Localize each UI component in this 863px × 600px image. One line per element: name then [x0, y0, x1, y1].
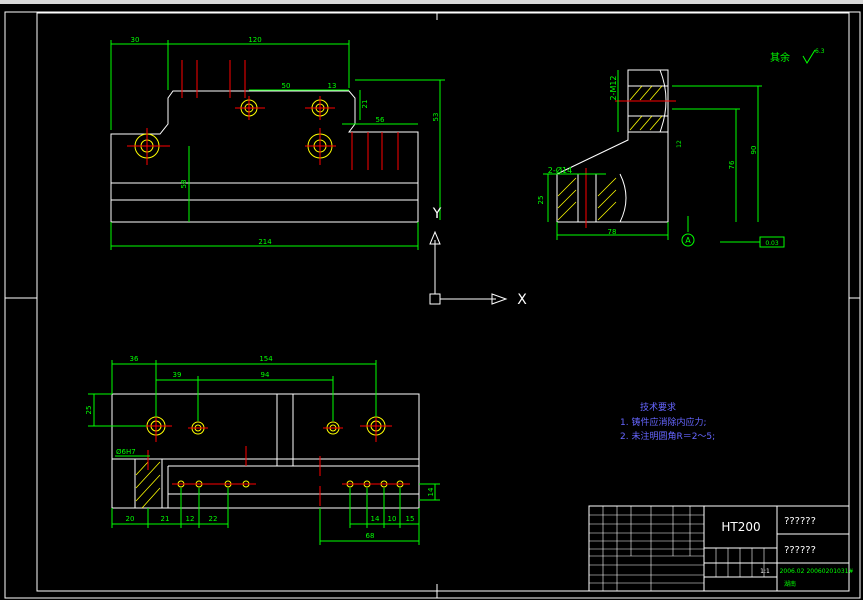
dim-side-76: 76	[728, 160, 736, 169]
dim-side-90: 90	[750, 146, 758, 155]
ucs-axes-icon: Y X	[429, 206, 527, 308]
dim-front-53: 53	[432, 113, 440, 122]
dim-top-94: 94	[261, 371, 270, 379]
dim-top-10: 10	[388, 515, 397, 523]
front-view: 30 120 50 13 21 53 56 58 214	[110, 36, 445, 250]
dim-front-21: 21	[361, 100, 369, 109]
dim-front-58: 58	[180, 180, 188, 189]
dim-top-36: 36	[130, 355, 139, 363]
side-view: 2-M12 2-Ø14 25 78 76 90 12 0.03 A	[537, 69, 785, 248]
dim-side-12: 12	[676, 140, 683, 148]
title-material: HT200	[721, 520, 760, 534]
dim-side-25: 25	[537, 196, 545, 205]
dim-top-14: 14	[371, 515, 380, 523]
dim-front-120: 120	[248, 36, 261, 44]
dim-side-tol: 0.03	[765, 240, 779, 247]
dim-side-bore: 2-Ø14	[548, 165, 572, 175]
axis-x-label: X	[517, 292, 527, 308]
dim-side-thread: 2-M12	[609, 75, 618, 100]
tech-title: 技术要求	[640, 401, 676, 413]
title-date: 2006.02	[780, 568, 805, 575]
dim-top-154: 154	[259, 355, 273, 363]
window-top-strip	[0, 0, 863, 4]
dim-top-22: 22	[209, 515, 218, 523]
dim-side-78: 78	[608, 228, 617, 236]
dim-front-30: 30	[131, 36, 140, 44]
title-drawing-code: ??????	[784, 545, 816, 556]
datum-label: A	[685, 236, 691, 245]
tech-line-1: 1. 铸件应消除内应力;	[620, 416, 706, 428]
dim-top-21: 21	[161, 515, 170, 523]
surface-finish-value: 6.3	[815, 48, 825, 55]
top-view: 36 154 39 94 25 Ø6H7 20 21 12 22 14 10 1…	[85, 355, 440, 545]
dim-top-20: 20	[126, 515, 135, 523]
dim-top-25: 25	[85, 406, 93, 415]
title-organization: 湖南	[784, 580, 796, 588]
title-part-name: ??????	[784, 516, 816, 527]
dim-top-fit: Ø6H7	[116, 448, 136, 456]
dim-top-68: 68	[366, 532, 375, 540]
drawing-frame	[4, 11, 861, 599]
technical-requirements: 技术要求 1. 铸件应消除内应力; 2. 未注明圆角R＝2～5;	[620, 401, 715, 442]
dim-top-12: 12	[186, 515, 195, 523]
dim-top-15: 15	[406, 515, 415, 523]
dim-front-13: 13	[328, 82, 337, 90]
title-block	[588, 505, 850, 592]
dim-front-56: 56	[376, 116, 385, 124]
title-number: 20060201031#	[806, 568, 853, 575]
tech-line-2: 2. 未注明圆角R＝2～5;	[620, 430, 715, 442]
title-scale: 1:1	[760, 568, 770, 575]
dim-top-14b: 14	[427, 487, 435, 496]
dim-front-50: 50	[282, 82, 291, 90]
dim-front-214: 214	[258, 238, 272, 246]
dim-top-39: 39	[173, 371, 182, 379]
surface-finish-label: 其余	[770, 51, 790, 64]
surface-finish-note: 其余 6.3	[770, 48, 825, 64]
axis-y-label: Y	[432, 206, 442, 222]
